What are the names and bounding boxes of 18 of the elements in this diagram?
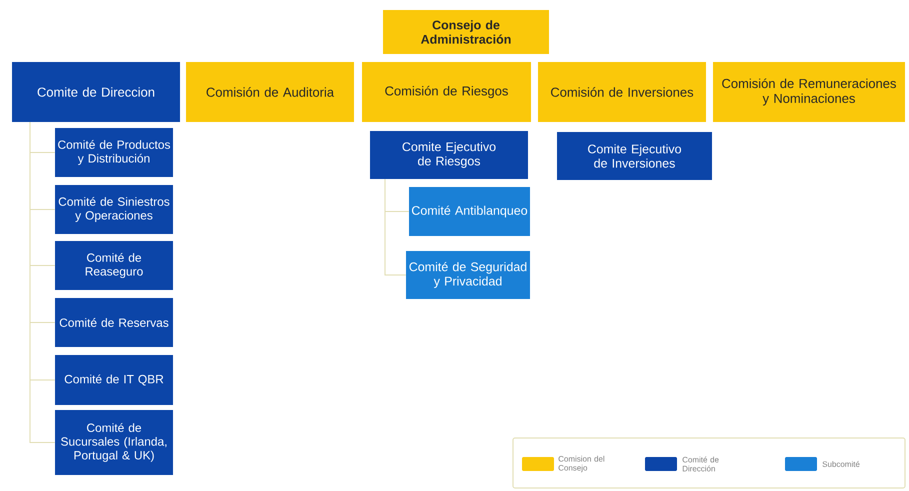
committee-box: Comité de Sucursales (Irlanda, Portugal & UK) (55, 410, 173, 475)
committee-box: Comisión de Auditoria (186, 62, 354, 122)
committee-box: Comisión de Remuneraciones y Nominaciones (713, 62, 905, 122)
committee-box: Comité de Reaseguro (55, 241, 173, 290)
committee-box: Consejo de Administración (383, 10, 549, 54)
committee-box: Comisión de Riesgos (362, 62, 531, 122)
committee-box: Comité de Reservas (55, 298, 173, 347)
committee-box: Comité de Siniestros y Operaciones (55, 185, 173, 234)
committee-box: Comite de Direccion (12, 62, 180, 122)
committee-box: Comite Ejecutivo de Inversiones (557, 132, 712, 180)
committee-box: Comisión de Inversiones (538, 62, 706, 122)
committee-box: Comité de Productos y Distribución (55, 128, 173, 177)
subcommittee-box: Comité de Seguridad y Privacidad (406, 251, 530, 299)
subcommittee-box: Comité Antiblanqueo (409, 187, 530, 236)
committee-box: Comite Ejecutivo de Riesgos (370, 131, 528, 179)
connector-line (384, 178, 406, 276)
connector-line (30, 122, 56, 443)
committee-box: Comité de IT QBR (55, 355, 173, 405)
